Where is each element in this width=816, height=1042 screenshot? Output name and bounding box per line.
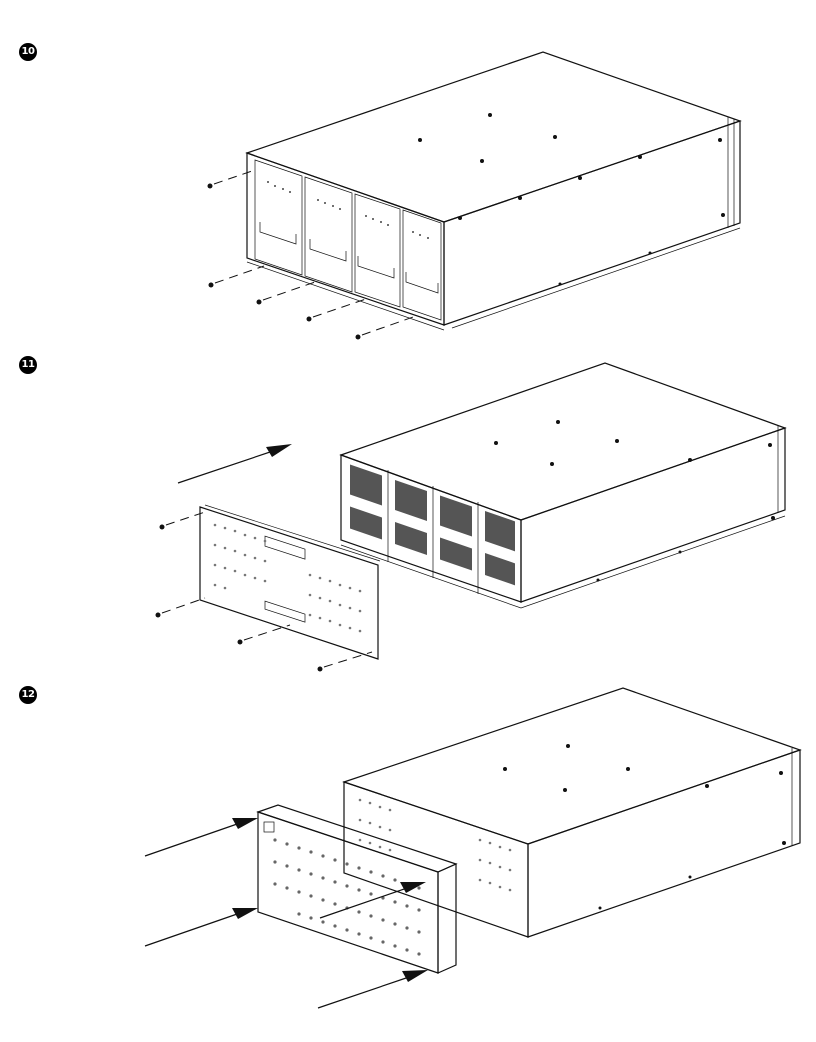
- direction-arrow: [177, 444, 292, 484]
- step-number-badge: 11: [19, 356, 37, 374]
- screw: [155, 524, 323, 672]
- step-10-illustration: [207, 51, 742, 340]
- step-11-illustration: [155, 362, 787, 672]
- front-bracket: [358, 798, 512, 892]
- step-12-illustration: [144, 687, 802, 1009]
- front-bracket: [199, 504, 381, 660]
- direction-arrow: [144, 818, 428, 1009]
- step-number-badge: 10: [19, 43, 37, 61]
- front-cover: [256, 804, 458, 974]
- fastener-dot: [418, 113, 725, 286]
- step-number-badge: 12: [19, 686, 37, 704]
- battery-module: [254, 159, 442, 321]
- battery-module: [350, 464, 515, 594]
- screw: [207, 183, 361, 340]
